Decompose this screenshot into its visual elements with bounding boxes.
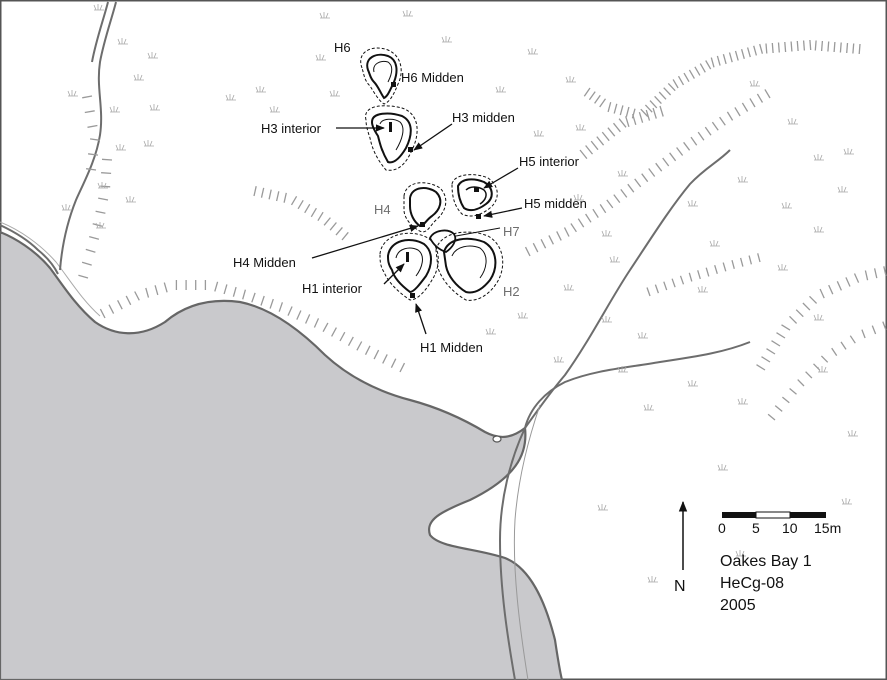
site-code: HeCg-08	[720, 575, 784, 592]
label-h5-interior: H5 interior	[519, 154, 580, 169]
bay-water	[0, 230, 564, 680]
label-h1-interior: H1 interior	[302, 281, 363, 296]
label-h3-midden: H3 midden	[452, 110, 515, 125]
h1-midden-marker	[410, 293, 415, 298]
h6-midden-marker	[391, 82, 396, 87]
h3-midden-marker	[408, 147, 413, 152]
streams	[0, 1, 751, 680]
h5-midden-marker	[476, 214, 481, 219]
leader-arrows	[311, 123, 523, 335]
markers	[389, 82, 481, 298]
house-h6-outer	[360, 47, 402, 105]
scale-bar: 0 5 10 15m	[718, 511, 841, 536]
house-h4	[409, 187, 442, 228]
label-h4: H4	[374, 202, 391, 217]
label-h2: H2	[503, 284, 520, 299]
beach-line	[0, 221, 101, 317]
label-h6: H6	[334, 40, 351, 55]
site-name: Oakes Bay 1	[720, 553, 812, 570]
h7-leader	[455, 227, 501, 237]
house-h5	[456, 178, 493, 212]
house-h5-outer	[451, 174, 498, 217]
h3-interior-marker	[389, 122, 392, 132]
house-h1-outer	[379, 232, 439, 301]
rock	[492, 435, 502, 443]
house-h2-outer	[435, 231, 504, 301]
scale-tick-15m: 15m	[814, 520, 841, 536]
label-h7: H7	[503, 224, 520, 239]
label-h3-interior: H3 interior	[261, 121, 322, 136]
house-features	[360, 47, 504, 301]
contour-hatching	[78, 39, 887, 421]
label-h5-midden: H5 midden	[524, 196, 587, 211]
scale-tick-5: 5	[752, 520, 760, 536]
label-h1-midden: H1 Midden	[420, 340, 483, 355]
h4-midden-marker	[420, 222, 425, 227]
house-h2	[442, 237, 497, 294]
house-h1	[386, 239, 432, 294]
north-label: N	[674, 578, 686, 595]
label-h6-midden: H6 Midden	[401, 70, 464, 85]
house-h6	[366, 53, 398, 100]
north-arrow: N	[674, 500, 688, 595]
site-year: 2005	[720, 597, 756, 614]
scale-tick-0: 0	[718, 520, 726, 536]
vegetation-symbols	[61, 4, 858, 583]
h1-interior-marker	[406, 252, 409, 262]
label-h4-midden: H4 Midden	[233, 255, 296, 270]
house-h3	[370, 112, 412, 164]
site-info: Oakes Bay 1 HeCg-08 2005	[720, 553, 812, 614]
h5-interior-marker	[474, 187, 479, 192]
scale-tick-10: 10	[782, 520, 798, 536]
house-h3-outer	[365, 105, 418, 171]
